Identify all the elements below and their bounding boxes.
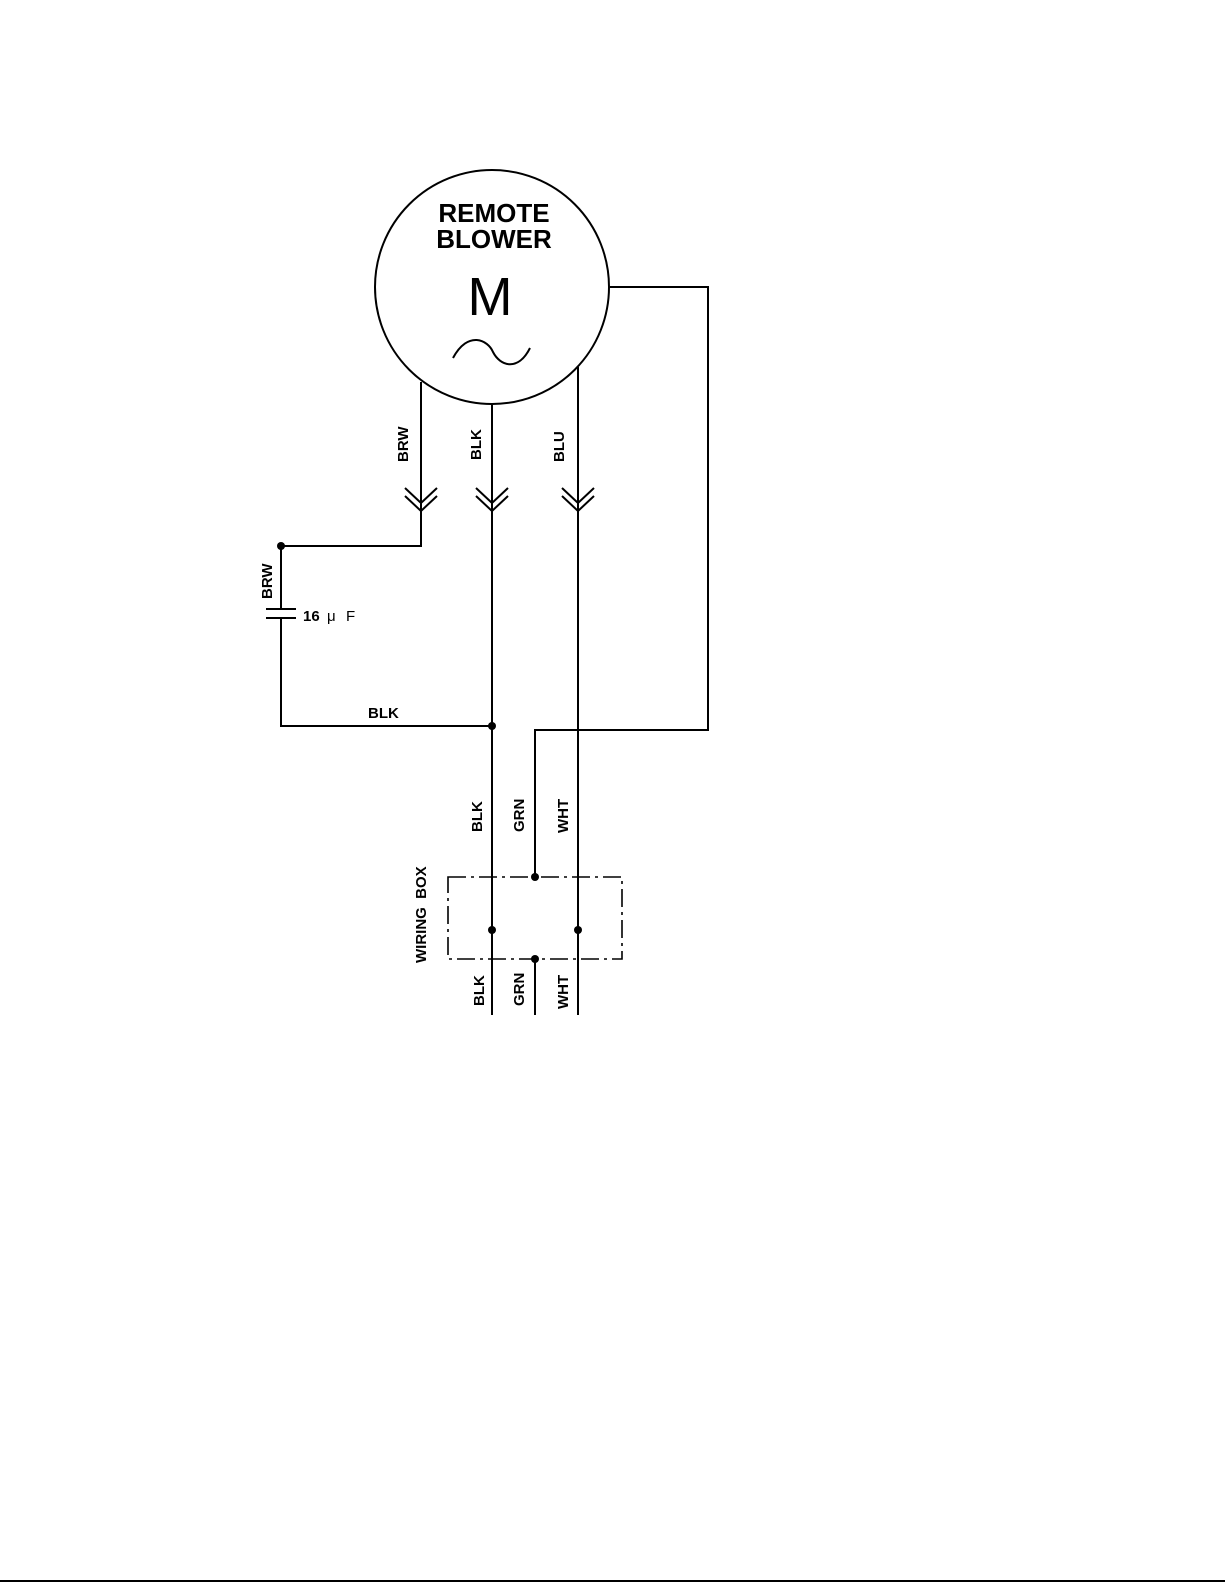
wire-label-blk-horizontal: BLK — [368, 705, 399, 722]
page-bottom-rule — [0, 1580, 1225, 1582]
capacitor-value-unit: F — [346, 608, 355, 625]
wire-label-wht-mid: WHT — [555, 799, 572, 833]
wire-label-grn-mid: GRN — [511, 799, 528, 832]
wire-label-blk-bottom: BLK — [471, 975, 488, 1006]
wire-label-brw-cap: BRW — [259, 563, 276, 599]
junction-dot — [531, 873, 539, 881]
capacitor-value-mu: μ — [327, 608, 336, 625]
wire-label-grn-bottom: GRN — [511, 973, 528, 1006]
junction-dot — [488, 926, 496, 934]
ground-wire-motor — [535, 287, 708, 877]
capacitor-value-number: 16 — [303, 608, 320, 625]
wire-label-blk-mid: BLK — [469, 801, 486, 832]
ac-sine-icon — [453, 340, 530, 364]
capacitor-value: 16 μ F — [303, 608, 355, 625]
motor-title-line2: BLOWER — [436, 224, 552, 254]
wiring-box — [448, 877, 622, 959]
remote-blower-motor: REMOTE BLOWER M — [375, 170, 609, 404]
wire-label-brw-top: BRW — [395, 426, 412, 462]
junction-dot — [488, 722, 496, 730]
wire-label-blu-top: BLU — [551, 431, 568, 462]
capacitor — [266, 609, 296, 618]
junction-dot — [277, 542, 285, 550]
motor-symbol: M — [468, 267, 513, 327]
wire-label-wht-bottom: WHT — [555, 975, 572, 1009]
brw-wire-to-cap — [281, 505, 421, 609]
wiring-box-label: WIRING BOX — [413, 866, 430, 963]
wire-label-blk-top: BLK — [468, 429, 485, 460]
junction-dot — [574, 926, 582, 934]
